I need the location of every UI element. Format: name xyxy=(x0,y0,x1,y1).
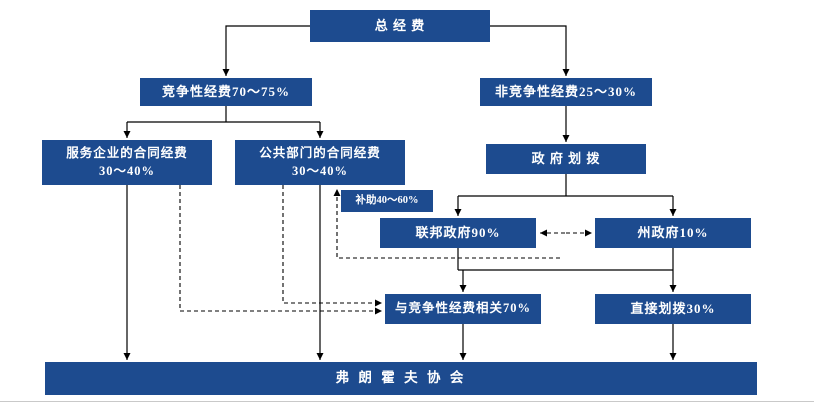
node-competitive-related: 与竞争性经费相关70% xyxy=(385,294,541,324)
node-state-government: 州政府10% xyxy=(595,218,751,248)
node-public-contract-line1: 公共部门的合同经费 xyxy=(259,146,381,160)
node-service-contract-funds: 服务企业的合同经费 30～40% xyxy=(42,140,212,185)
bottom-divider xyxy=(0,401,814,402)
node-fraunhofer-society: 弗 朗 霍 夫 协 会 xyxy=(45,362,757,395)
node-competitive-funds: 竞争性经费70～75% xyxy=(140,78,312,106)
edge-public-to-competitive-related-dashed xyxy=(282,185,382,307)
node-public-contract-funds: 公共部门的合同经费 30～40% xyxy=(235,140,405,185)
node-noncompetitive-funds: 非竞争性经费25～30% xyxy=(480,78,652,106)
node-direct-allocation: 直接划拨30% xyxy=(595,294,751,324)
node-subsidy: 补助40～60% xyxy=(341,190,433,212)
node-service-contract-line2: 30～40% xyxy=(98,163,155,178)
edge-subsidy-dashed xyxy=(333,189,560,259)
edge-total-to-noncompetitive xyxy=(490,25,570,76)
node-gov-allocation: 政 府 划 拨 xyxy=(486,144,646,174)
node-total-funds: 总 经 费 xyxy=(310,10,490,42)
node-federal-government: 联邦政府90% xyxy=(380,218,536,248)
edge-service-to-competitive-related-dashed xyxy=(179,185,382,315)
node-service-contract-line1: 服务企业的合同经费 xyxy=(66,146,188,160)
edge-total-to-competitive xyxy=(222,25,310,76)
node-public-contract-line2: 30～40% xyxy=(291,163,348,178)
